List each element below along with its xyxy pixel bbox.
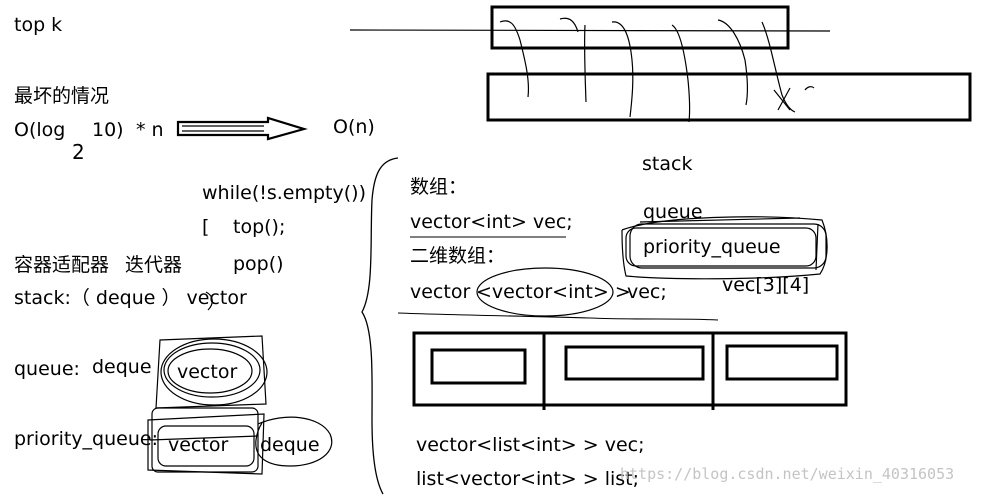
vector2d-inner-ellipse [476, 267, 614, 317]
topk-large-box [486, 72, 972, 122]
loop-bracket: [ [202, 216, 210, 238]
queue-deque: deque [92, 356, 152, 378]
vector2d-inner: <vector<int> > [476, 281, 631, 303]
loop-pop: pop() [233, 253, 284, 275]
pq-label: priority_queue: [14, 428, 158, 450]
pq-vector: vector [168, 434, 229, 456]
stack-line-scribble [205, 291, 213, 311]
array-3-cells [412, 331, 848, 410]
adapters-heading: 容器适配器 [14, 254, 110, 276]
complexity-log: O(log [14, 119, 66, 141]
right-arrow [176, 116, 308, 141]
complexity-times-n: * n [136, 119, 164, 141]
array-heading: 数组： [410, 176, 468, 198]
pq-vector-scribble [147, 407, 265, 475]
complexity-result: O(n) [333, 116, 375, 138]
complexity-base: 10) [92, 119, 124, 141]
pq-deque-circle [255, 416, 333, 467]
topk-horizontal-line [349, 29, 831, 32]
worst-case-label: 最坏的情况 [14, 85, 110, 107]
section-divider-line [397, 312, 719, 321]
stack-word: stack [642, 153, 693, 175]
stack-line: stack:（ deque ） vector [14, 287, 247, 309]
vector2d-prefix: vector [410, 281, 471, 303]
queue-vector-scribble [155, 335, 268, 409]
topk-connector-strokes [499, 17, 815, 123]
vector2d-suffix: vec; [627, 281, 667, 303]
queue-word: queue [643, 201, 703, 223]
vec-list-decl: vector<list<int> > vec; [416, 434, 645, 456]
vector-decl: vector<int> vec; [410, 211, 573, 233]
queue-vector: vector [177, 361, 238, 383]
pq-deque: deque [260, 434, 320, 456]
vec-dims: vec[3][4] [722, 274, 810, 296]
topk-small-box [490, 5, 790, 50]
list-vec-decl: list<vector<int> > list; [416, 468, 640, 490]
pq-scribble-box [621, 216, 828, 280]
loop-top: top(); [233, 216, 286, 238]
array2d-heading: 二维数组： [410, 245, 506, 267]
complexity-subscript: 2 [72, 140, 85, 164]
loop-while: while(!s.empty()) [202, 182, 366, 204]
curly-brace [361, 157, 399, 495]
queue-label: queue: [14, 358, 80, 380]
topk-title: top k [14, 14, 63, 36]
watermark-url: https://blog.csdn.net/weixin_40316053 [620, 465, 955, 483]
iterators-heading: 迭代器 [125, 254, 183, 276]
pq-word: priority_queue [643, 236, 781, 258]
